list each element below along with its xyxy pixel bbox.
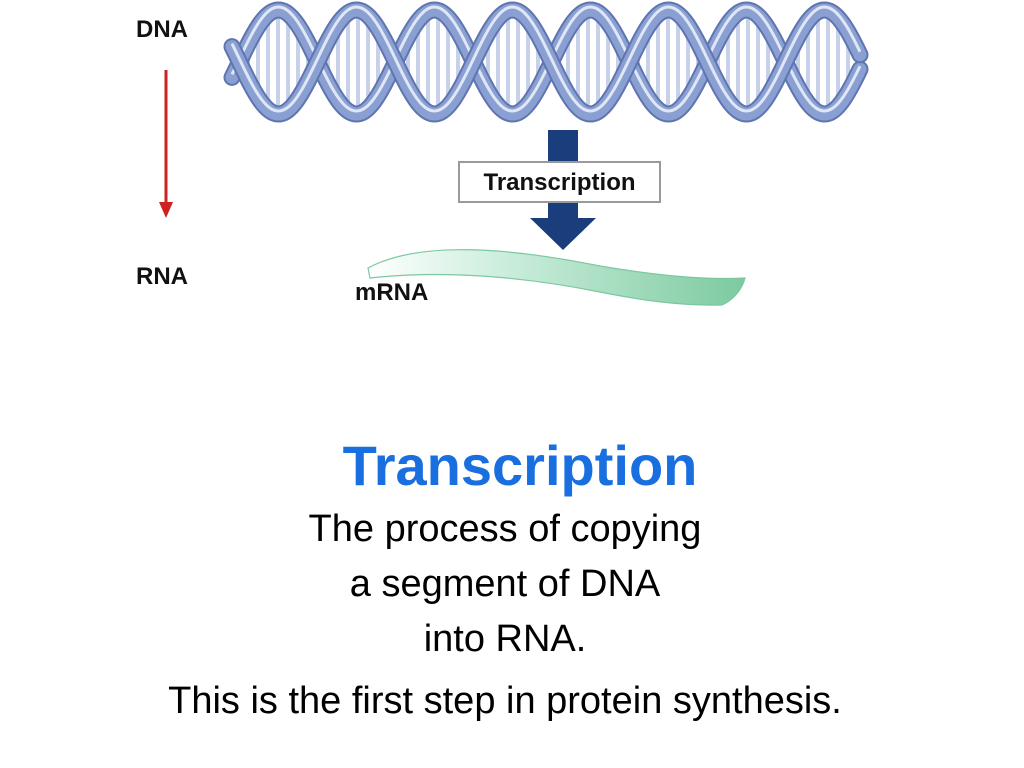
definition-line: The process of copying <box>308 508 702 550</box>
dna-to-rna-arrow <box>159 70 173 218</box>
step-note: This is the first step in protein synthe… <box>168 680 842 722</box>
slide-title: Transcription <box>342 434 698 497</box>
mrna-strand <box>367 249 746 306</box>
dna-backbone-front-highlight <box>230 5 862 113</box>
dna-strand-front <box>223 1 869 123</box>
dna-strand-back <box>223 1 869 123</box>
rna-label: RNA <box>136 263 188 290</box>
definition-text: The process of copying a segment of DNA … <box>0 502 1010 667</box>
dna-double-helix <box>223 1 869 123</box>
definition-line: into RNA. <box>423 618 587 660</box>
dna-backbone-back-highlight <box>230 5 862 113</box>
definition-line: a segment of DNA <box>349 563 661 605</box>
transcription-label-box: Transcription <box>458 161 661 203</box>
transcription-diagram: DNA RNA Transcription mRNA <box>136 1 869 306</box>
transcription-label: Transcription <box>483 169 635 196</box>
dna-label: DNA <box>136 16 188 43</box>
mrna-label: mRNA <box>355 279 428 306</box>
